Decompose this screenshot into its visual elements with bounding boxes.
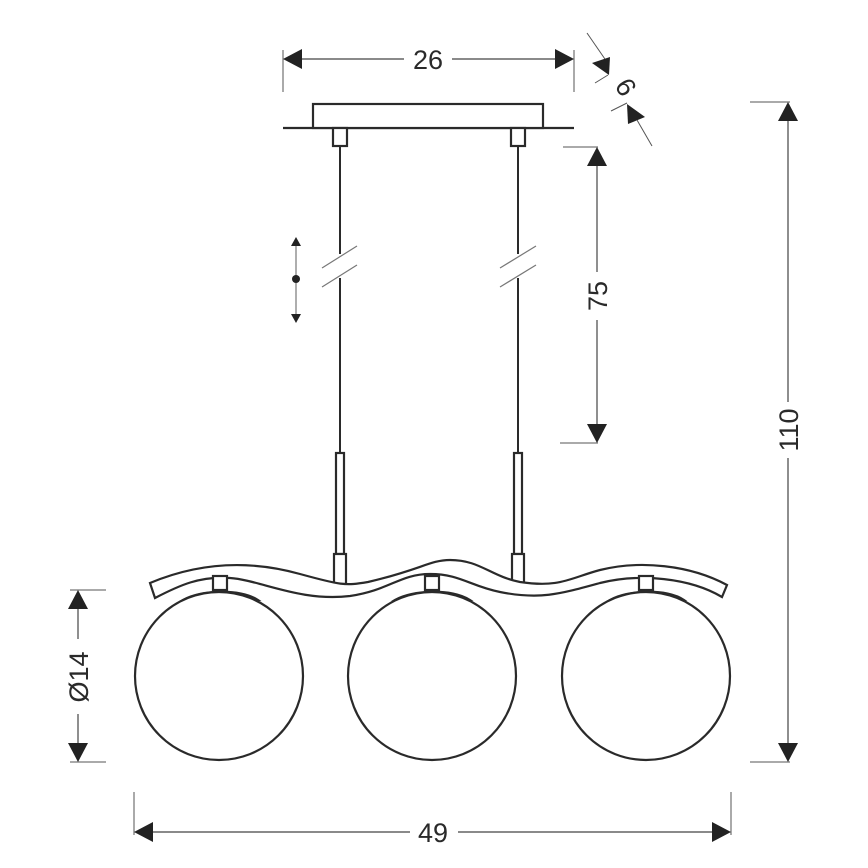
globe-diameter-label: Ø14 (64, 651, 94, 702)
up-down-adjust-icon (291, 237, 301, 323)
globe-holder (423, 574, 441, 592)
canopy-depth-label: 6 (609, 73, 642, 102)
arrow-up-icon (778, 102, 798, 121)
extension-line (610, 102, 628, 112)
arrow-left-icon (134, 822, 153, 842)
globe-left (133, 574, 305, 762)
cable-length-label: 75 (583, 281, 613, 311)
globe-right (560, 574, 732, 762)
dimension-line (586, 32, 608, 63)
cable-grip-right (509, 126, 527, 148)
globe (133, 590, 305, 762)
wavy-bar-body (148, 558, 729, 600)
arrow-up-icon (68, 590, 88, 609)
globe-diameter-dimension: Ø14 (64, 589, 106, 763)
total-width-dimension: 49 (133, 792, 732, 848)
extension-line (594, 74, 609, 84)
globe-middle (346, 574, 518, 762)
canopy-length-dimension: 26 (282, 45, 575, 92)
arrow-down-icon (68, 743, 88, 762)
total-width-label: 49 (418, 818, 448, 848)
globe (346, 590, 518, 762)
canopy-depth-dimension: 6 (586, 32, 653, 147)
rod-sleeve-left (332, 552, 348, 586)
cable-grip-left (331, 126, 349, 148)
break-mark (499, 264, 537, 288)
canopy-length-label: 26 (413, 45, 443, 75)
break-mark (321, 264, 358, 288)
break-mark (499, 245, 537, 269)
rod-right (512, 451, 524, 556)
dimension-line (636, 119, 653, 147)
canopy-plate (311, 102, 545, 130)
globe-holder (211, 574, 229, 592)
arrow-left-icon (283, 49, 302, 69)
arrow-up-icon (587, 147, 607, 166)
arrow-right-icon (712, 822, 731, 842)
arrow-down-icon (778, 743, 798, 762)
total-height-label: 110 (774, 408, 804, 451)
arrow-down-right-icon (592, 57, 610, 75)
cable-length-dimension: 75 (560, 146, 613, 444)
ceiling-canopy (283, 102, 574, 148)
arrow-right-icon (555, 49, 574, 69)
break-mark (321, 245, 358, 269)
arrow-up-left-icon (627, 104, 645, 124)
suspension-cables (321, 146, 537, 586)
wavy-bar (148, 558, 729, 600)
globe-holder (637, 574, 655, 592)
rod-left (334, 451, 346, 556)
arrow-down-icon (587, 424, 607, 443)
globe (560, 590, 732, 762)
total-height-dimension: 110 (750, 101, 804, 763)
